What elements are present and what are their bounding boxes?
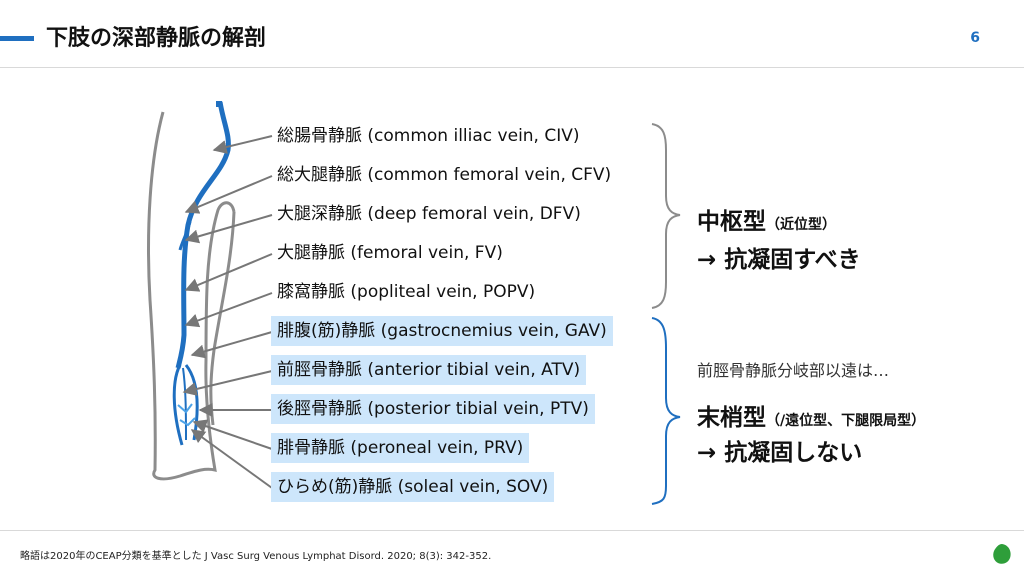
header-divider: [0, 67, 1024, 68]
vein-label: 前脛骨静脈 (anterior tibial vein, ATV): [271, 355, 587, 385]
calf-vein-left: [172, 364, 184, 446]
leg-outline-outer: [147, 111, 236, 481]
vein-label: 腓腹(筋)静脈 (gastrocnemius vein, GAV): [271, 316, 613, 346]
page-title: 下肢の深部静脈の解剖: [46, 26, 267, 51]
calf-vein-right: [184, 364, 199, 441]
arrow-cfv: [184, 175, 273, 214]
distal-type-note: 前脛骨静脈分岐部以遠は…: [697, 361, 890, 380]
arrow-sov: [190, 429, 273, 489]
vein-label: 大腿深静脈 (deep femoral vein, DFV): [277, 204, 581, 224]
calf-vein-mid: [182, 367, 187, 441]
vein-label: 後脛骨静脈 (posterior tibial vein, PTV): [271, 394, 595, 424]
arrow-gav: [190, 331, 273, 359]
distal-type-action: → 抗凝固しない: [697, 440, 863, 466]
arrow-prv: [192, 419, 273, 450]
distal-type-paren: （/遠位型、下腿限局型）: [766, 413, 926, 429]
footer-divider: [0, 530, 1024, 531]
arrow-civ: [212, 135, 273, 154]
arrow-atv: [182, 370, 273, 396]
central-group-brace: [651, 123, 681, 309]
vein-label: 膝窩静脈 (popliteal vein, POPV): [277, 282, 536, 302]
distal-type-title: 末梢型: [697, 405, 766, 431]
vein-label: 総腸骨静脈 (common illiac vein, CIV): [277, 126, 580, 146]
leaf-logo-icon: [993, 544, 1011, 564]
central-type-paren: （近位型）: [766, 217, 836, 233]
vein-label: 総大腿静脈 (common femoral vein, CFV): [277, 165, 612, 185]
distal-type-heading: 末梢型（/遠位型、下腿限局型）: [697, 398, 925, 432]
soleal-veins: [177, 403, 196, 427]
arrow-dfv: [184, 214, 273, 244]
title-accent-bar: [0, 36, 34, 41]
arrow-popv: [184, 292, 273, 328]
central-type-heading: 中枢型（近位型）: [697, 202, 836, 236]
central-type-title: 中枢型: [697, 209, 766, 235]
central-type-action: → 抗凝固すべき: [697, 247, 861, 273]
vein-label: ひらめ(筋)静脈 (soleal vein, SOV): [271, 472, 555, 502]
vein-label: 腓骨静脈 (peroneal vein, PRV): [271, 433, 530, 463]
footnote: 略語は2020年のCEAP分類を基準とした J Vasc Surg Venous…: [20, 551, 492, 562]
leg-outline-inner: [209, 211, 236, 426]
page-number: 6: [970, 30, 980, 46]
distal-group-brace: [651, 317, 681, 505]
deep-femoral-branch: [178, 221, 192, 251]
arrow-fv: [184, 253, 273, 292]
vein-label: 大腿静脈 (femoral vein, FV): [277, 243, 503, 263]
